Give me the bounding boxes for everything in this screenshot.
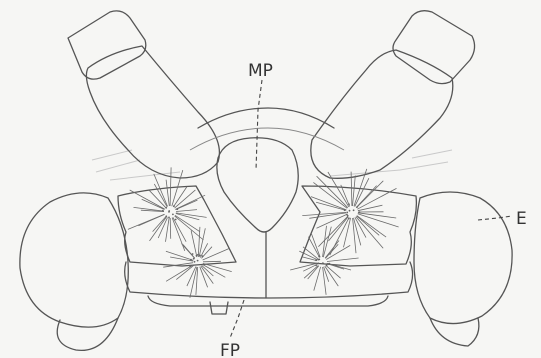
bristle-socket (173, 205, 175, 207)
right-distal-segment (393, 11, 475, 84)
bristle (150, 217, 167, 241)
bristle-socket (329, 263, 331, 265)
bristle-socket (315, 264, 317, 266)
bristle (317, 176, 348, 208)
left-eye (20, 193, 128, 327)
bristle-cluster-lower-left (163, 227, 232, 298)
right-proximal-segment (311, 50, 453, 178)
bristle-socket (356, 206, 358, 208)
left-distal-segment (68, 11, 146, 79)
bristle (183, 245, 195, 259)
bristle (176, 265, 194, 280)
bristle (166, 265, 194, 282)
bristle-socket (318, 256, 320, 258)
bristle-cluster-upper-right (302, 169, 398, 255)
bristle (355, 217, 366, 237)
bristle-socket (347, 215, 349, 217)
bristle-socket (192, 253, 194, 255)
bristle (329, 217, 349, 241)
bristle-socket (193, 258, 195, 260)
bristle (138, 214, 164, 225)
thorax-top-arc (198, 108, 334, 128)
bristle-socket (359, 211, 361, 213)
bristle (142, 199, 165, 209)
bristle-socket (190, 259, 192, 261)
shading-marks (92, 150, 452, 180)
bristle (327, 258, 359, 262)
e-leader-line (478, 216, 512, 220)
bristle-socket (344, 209, 346, 211)
bristle-socket (346, 212, 348, 214)
bristle-socket (165, 215, 167, 217)
bristle-socket (168, 210, 170, 212)
bristle-socket (165, 207, 167, 209)
bristle (170, 218, 171, 239)
bristle-socket (196, 255, 198, 257)
bristle (176, 210, 197, 212)
bristle (353, 218, 356, 253)
bristle (316, 202, 346, 210)
bristle (203, 248, 230, 260)
bristle-socket (348, 203, 350, 205)
bristle-socket (194, 261, 196, 263)
bristle-socket (162, 210, 164, 212)
bristle-socket (197, 260, 199, 262)
bristle-socket (176, 208, 178, 210)
bristle (358, 205, 383, 211)
bristle-socket (172, 214, 174, 216)
bristle (303, 247, 318, 259)
mp-leader-line (256, 80, 262, 170)
left-proximal-segment (86, 46, 219, 178)
bristle (357, 216, 380, 235)
bristle (357, 216, 386, 238)
bristle (203, 261, 221, 262)
bristle-socket (202, 255, 204, 257)
label-mp: MP (248, 61, 273, 81)
bottom-tab (148, 296, 388, 314)
right-eye-lobe (430, 318, 479, 346)
bristle (166, 180, 169, 206)
bristle (154, 174, 168, 207)
bristle-socket (322, 262, 324, 264)
median-plate (217, 138, 298, 232)
bristle (353, 176, 356, 207)
bristle (199, 228, 205, 257)
right-eye (414, 192, 512, 324)
bristle (191, 231, 197, 258)
bristle (175, 215, 200, 231)
bristle-socket (189, 265, 191, 267)
bristle-socket (353, 209, 355, 211)
bristle-socket (175, 219, 177, 221)
bristle-socket (349, 210, 351, 212)
bristle (173, 187, 187, 207)
bristle-socket (168, 217, 170, 219)
bristle (356, 181, 383, 208)
label-fp: FP (220, 341, 240, 358)
bristle-socket (348, 218, 350, 220)
bristle (323, 267, 327, 295)
bristle-socket (318, 263, 320, 265)
bristle (154, 184, 167, 207)
bristle-socket (315, 259, 317, 261)
bristle-socket (326, 264, 328, 266)
bristle-socket (318, 259, 320, 261)
bristle-socket (199, 255, 201, 257)
label-e: E (516, 209, 527, 229)
bristle-cluster-upper-left (128, 167, 207, 251)
